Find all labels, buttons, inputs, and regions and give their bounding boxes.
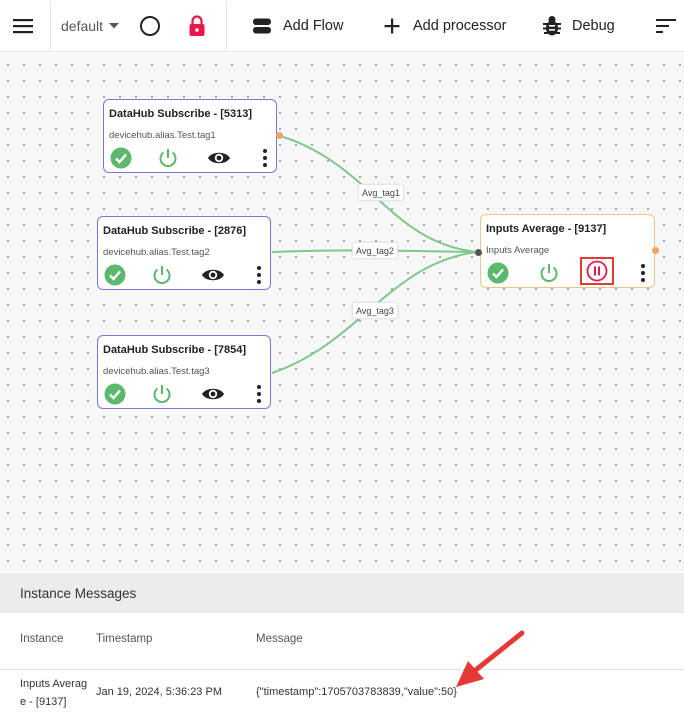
circle-icon [140,16,160,36]
input-port[interactable] [475,249,482,256]
power-icon[interactable] [150,263,174,287]
flow-name: default [61,18,104,34]
status-ok-icon [486,261,510,285]
processor-node[interactable]: DataHub Subscribe - [7854] devicehub.ali… [97,335,271,409]
more-options-icon[interactable] [247,382,271,406]
wire-label[interactable]: Avg_tag2 [352,242,398,259]
sort-button[interactable] [656,0,676,52]
row-instance: Inputs Average - [9137] [20,678,88,708]
add-flow-button[interactable]: Add Flow [252,0,343,52]
output-port[interactable] [652,247,659,254]
eye-icon[interactable] [201,382,225,406]
node-subtitle: devicehub.alias.Test.tag2 [103,247,210,258]
debug-button[interactable]: Debug [542,0,615,52]
output-port[interactable] [276,132,283,139]
column-header-message: Message [256,633,303,645]
node-subtitle: devicehub.alias.Test.tag1 [109,130,216,141]
more-options-icon[interactable] [253,146,277,170]
power-icon[interactable] [537,261,561,285]
add-processor-button[interactable]: Add processor [384,0,507,52]
processor-node-inputs-average[interactable]: Inputs Average - [9137] Inputs Average [480,214,655,288]
eye-icon[interactable] [207,146,231,170]
lock-button[interactable] [188,0,206,52]
column-header-instance: Instance [20,633,64,645]
node-title: Inputs Average - [9137] [486,223,607,235]
node-title: DataHub Subscribe - [7854] [103,344,247,356]
node-subtitle: devicehub.alias.Test.tag3 [103,366,210,377]
menu-button[interactable] [12,0,34,52]
power-icon[interactable] [150,382,174,406]
table-divider [0,669,684,670]
power-icon[interactable] [156,146,180,170]
hamburger-icon [13,19,33,34]
annotation-arrow-icon [456,630,525,687]
panel-title: Instance Messages [20,585,137,601]
instance-messages-header: Instance Messages [0,573,684,613]
wire-label[interactable]: Avg_tag1 [358,184,404,201]
processor-node[interactable]: DataHub Subscribe - [2876] devicehub.ali… [97,216,271,290]
more-options-icon[interactable] [247,263,271,287]
plus-icon [384,18,400,34]
lock-icon [189,15,205,36]
node-subtitle: Inputs Average [486,245,550,256]
status-ok-icon [103,263,127,287]
status-ok-icon [103,382,127,406]
pause-button-highlight[interactable] [580,257,614,285]
bug-icon [543,16,561,36]
more-options-icon[interactable] [631,261,655,285]
processor-node[interactable]: DataHub Subscribe - [5313] devicehub.ali… [103,99,277,173]
pause-icon [586,260,608,282]
column-header-timestamp: Timestamp [96,633,153,645]
toolbar: default Add Flow Add processor [0,0,684,52]
wire-label[interactable]: Avg_tag3 [352,302,398,319]
status-circle-button[interactable] [139,0,161,52]
node-title: DataHub Subscribe - [2876] [103,225,247,237]
node-title: DataHub Subscribe - [5313] [109,108,253,120]
eye-icon[interactable] [201,263,225,287]
row-message: {"timestamp":1705703783839,"value":50} [256,686,457,698]
row-timestamp: Jan 19, 2024, 5:36:23 PM [96,686,222,698]
caret-down-icon [109,23,120,29]
status-ok-icon [109,146,133,170]
flow-select[interactable]: default [61,0,120,52]
sort-lines-icon [656,19,676,33]
flow-canvas[interactable]: DataHub Subscribe - [5313] devicehub.ali… [0,53,684,572]
flow-stack-icon [253,18,271,34]
